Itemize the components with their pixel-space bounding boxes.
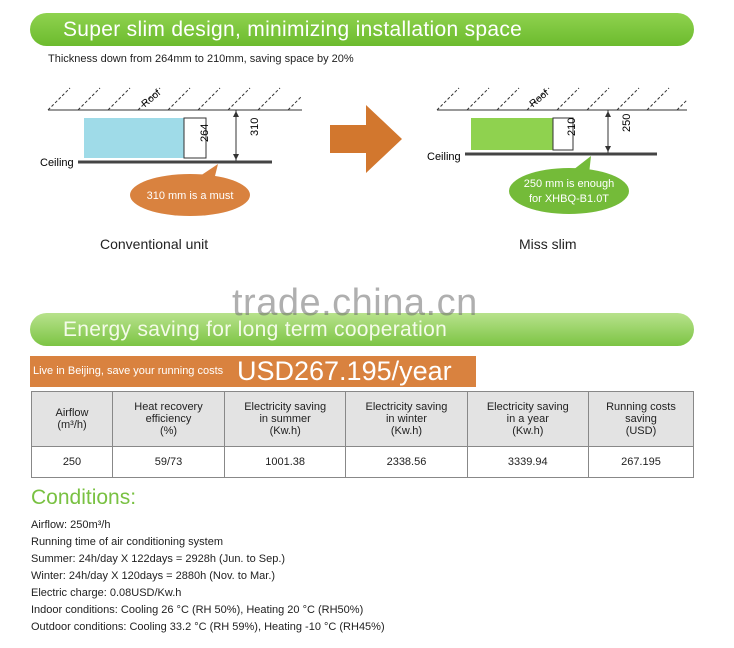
section-banner-slim-design: Super slim design, minimizing installati… bbox=[30, 13, 694, 46]
dimension-arrow-up bbox=[233, 111, 239, 117]
dimension-arrow-up bbox=[605, 111, 611, 117]
condition-line: Summer: 24h/day X 122days = 2928h (Jun. … bbox=[31, 553, 286, 565]
space-dimension-label: 250 bbox=[621, 114, 633, 132]
conditions-title: Conditions: bbox=[31, 486, 137, 509]
section-title: Energy saving for long term cooperation bbox=[63, 318, 448, 341]
condition-line: Electric charge: 0.08USD/Kw.h bbox=[31, 587, 182, 599]
miss-slim-caption: Miss slim bbox=[519, 236, 577, 252]
cell-year: 3339.94 bbox=[466, 446, 589, 478]
section-banner-energy-saving: Energy saving for long term cooperation bbox=[30, 313, 694, 346]
running-cost-bar: Live in Beijing, save your running costs… bbox=[30, 356, 476, 387]
table-row: 250 59/73 1001.38 2338.56 3339.94 267.19… bbox=[31, 446, 695, 478]
conventional-unit-box bbox=[84, 118, 184, 158]
bubble-text-line1: 250 mm is enough bbox=[524, 178, 615, 190]
cost-text: USD267.195/year bbox=[237, 356, 452, 386]
unit-thickness-box bbox=[552, 117, 574, 151]
unit-dimension-label: 264 bbox=[199, 124, 211, 142]
ceiling-label: Ceiling bbox=[40, 157, 74, 169]
unit-dimension-label: 210 bbox=[566, 118, 578, 136]
roof-hatching bbox=[436, 87, 688, 111]
cell-summer: 1001.38 bbox=[223, 446, 347, 478]
unit-thickness-box bbox=[183, 117, 207, 159]
bubble-text-line2: for XHBQ-B1.0T bbox=[529, 193, 609, 205]
section-title: Super slim design, minimizing installati… bbox=[63, 18, 523, 41]
roof-hatching bbox=[47, 87, 303, 111]
miss-slim-diagram: Roof 210 250 Ceiling 250 mm is enough fo… bbox=[427, 87, 688, 214]
roof-label: Roof bbox=[140, 88, 163, 110]
cell-airflow: 250 bbox=[31, 446, 113, 478]
bubble-pointer bbox=[573, 156, 591, 174]
location-text: Live in Beijing, save your running costs bbox=[33, 365, 224, 377]
requirement-bubble bbox=[130, 174, 250, 216]
cell-winter: 2338.56 bbox=[345, 446, 468, 478]
condition-line: Airflow: 250m³/h bbox=[31, 519, 111, 531]
watermark: trade.china.cn bbox=[232, 282, 478, 324]
miss-slim-unit-box bbox=[471, 118, 553, 150]
dimension-arrow-down bbox=[605, 146, 611, 152]
conventional-caption: Conventional unit bbox=[100, 236, 209, 252]
space-dimension-label: 310 bbox=[249, 118, 261, 136]
conventional-unit-diagram: Roof 264 310 Ceiling 310 mm is a must bbox=[40, 87, 303, 216]
cell-costs: 267.195 bbox=[587, 446, 695, 478]
condition-line: Winter: 24h/day X 120days = 2880h (Nov. … bbox=[31, 570, 276, 582]
ceiling-label: Ceiling bbox=[427, 151, 461, 163]
header-airflow: Airflow(m³/h) bbox=[31, 391, 113, 447]
right-arrow-icon bbox=[330, 105, 402, 173]
thickness-subtitle: Thickness down from 264mm to 210mm, savi… bbox=[48, 53, 354, 65]
condition-line: Indoor conditions: Cooling 26 °C (RH 50%… bbox=[31, 604, 364, 616]
bubble-text: 310 mm is a must bbox=[147, 190, 234, 202]
dimension-arrow-down bbox=[233, 154, 239, 160]
roof-label: Roof bbox=[528, 88, 551, 110]
cell-efficiency: 59/73 bbox=[112, 446, 225, 478]
bubble-pointer bbox=[200, 164, 218, 180]
condition-line: Running time of air conditioning system bbox=[31, 536, 223, 548]
condition-line: Outdoor conditions: Cooling 33.2 °C (RH … bbox=[31, 621, 385, 633]
requirement-bubble bbox=[509, 168, 629, 214]
